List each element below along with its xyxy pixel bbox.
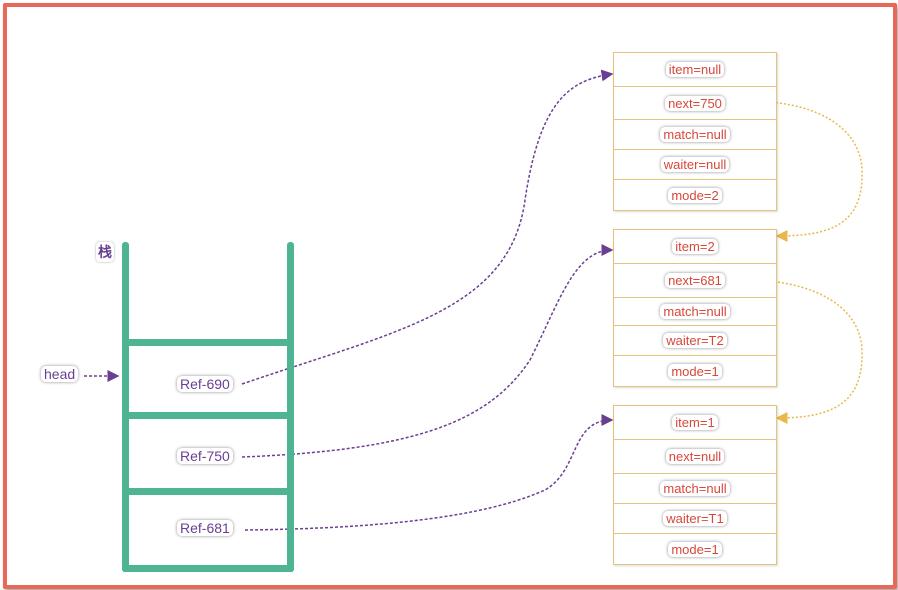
node-field: mode=2 [614, 180, 776, 210]
head-label: head [41, 366, 79, 382]
stack-label: 栈 [96, 242, 114, 262]
field-label: item=null [665, 62, 725, 77]
field-label: next=750 [665, 95, 725, 111]
node-field: item=1 [614, 406, 776, 440]
field-label: mode=2 [668, 187, 722, 203]
next-681-arrow [725, 279, 863, 424]
node-box: item=2 next=681 match=null waiter=T2 mod… [613, 229, 777, 387]
node-field: waiter=T1 [614, 504, 776, 534]
next-750-arrow [727, 100, 863, 242]
stack-divider [122, 412, 294, 419]
ref-750-arrow [241, 244, 614, 458]
stack-divider [122, 339, 294, 346]
field-label: mode=1 [668, 541, 722, 557]
field-label: match=null [660, 127, 730, 142]
node-field: waiter=null [614, 150, 776, 180]
node-box: item=null next=750 match=null waiter=nul… [613, 52, 777, 211]
node-field: match=null [614, 120, 776, 150]
stack-divider [122, 488, 294, 495]
stack-right-wall [287, 242, 294, 572]
node-field: waiter=T2 [614, 326, 776, 356]
ref-681-arrow [244, 414, 614, 531]
node-field: match=null [614, 474, 776, 504]
diagram-frame [3, 3, 897, 589]
ref-label: Ref-690 [177, 376, 233, 392]
field-label: waiter=T2 [663, 333, 727, 348]
node-field: mode=1 [614, 534, 776, 564]
field-label: match=null [660, 481, 730, 496]
field-label: mode=1 [668, 363, 722, 379]
node-field: item=null [614, 53, 776, 87]
field-label: waiter=null [660, 157, 730, 172]
node-field: item=2 [614, 230, 776, 264]
node-field: match=null [614, 298, 776, 326]
ref-label: Ref-681 [177, 520, 233, 536]
node-field: next=750 [614, 87, 776, 120]
ref-label: Ref-750 [177, 448, 233, 464]
node-field: next=681 [614, 264, 776, 298]
field-label: waiter=T1 [663, 511, 727, 526]
node-field: next=null [614, 440, 776, 474]
field-label: item=1 [672, 415, 718, 430]
stack-bottom [122, 565, 294, 572]
ref-690-arrow [241, 69, 614, 385]
stack-left-wall [122, 242, 129, 572]
node-field: mode=1 [614, 356, 776, 386]
field-label: next=null [665, 449, 725, 464]
node-box: item=1 next=null match=null waiter=T1 mo… [613, 405, 777, 565]
field-label: item=2 [672, 239, 718, 254]
field-label: match=null [660, 304, 730, 319]
field-label: next=681 [665, 273, 725, 288]
